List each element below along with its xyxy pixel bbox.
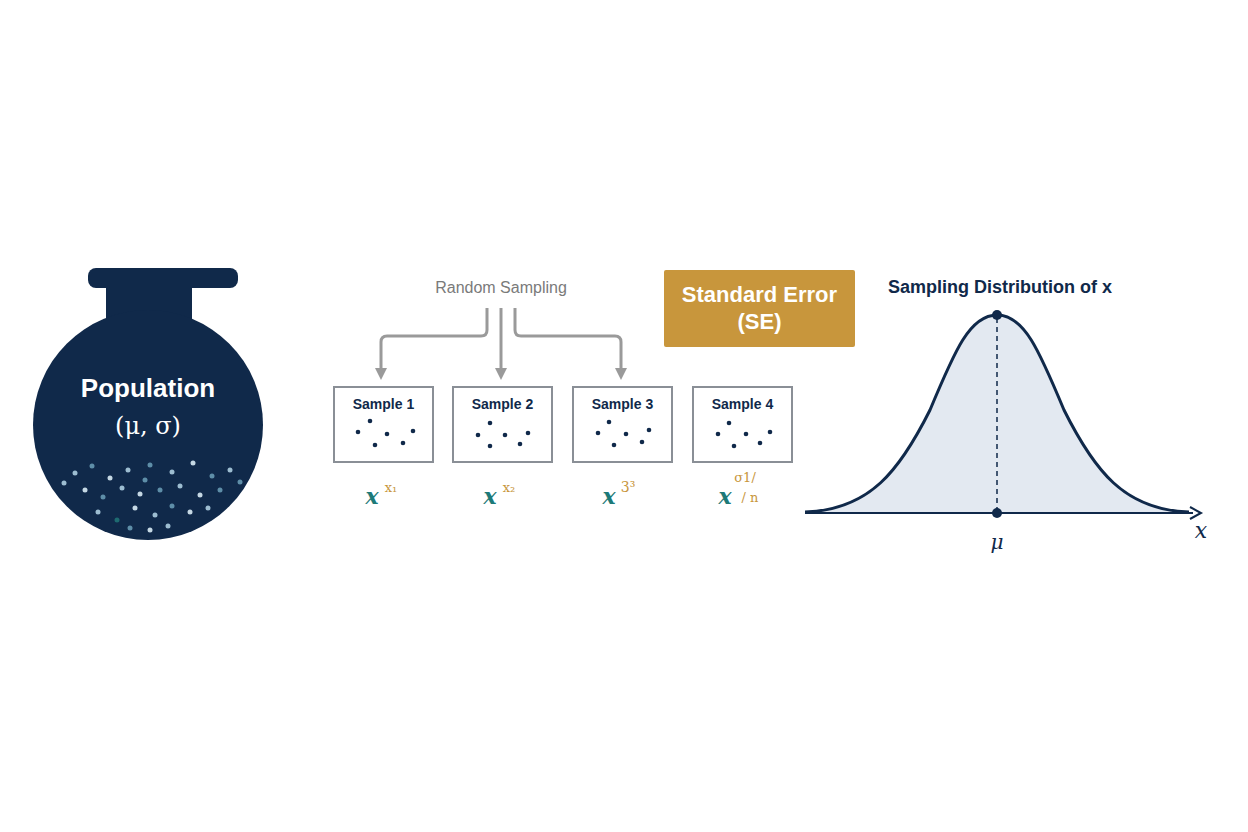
mean-dot xyxy=(992,508,1002,518)
node-heading: Sample 1 xyxy=(353,396,414,413)
mean-symbol: μ xyxy=(991,532,1004,552)
population-particles xyxy=(62,461,243,533)
sample-mean-subscript: x₂ xyxy=(503,481,516,494)
sample-mean-subscript: x₁ xyxy=(385,481,398,494)
sample-mean-symbol: x xyxy=(602,485,615,507)
node-body: (μ, σ) xyxy=(115,412,181,441)
node-heading: Sample 2 xyxy=(472,396,533,413)
sample-dots xyxy=(356,419,773,449)
node-heading: Sample 3 xyxy=(592,396,653,413)
sample-box: Sample 2 xyxy=(452,386,553,463)
node-heading: Standard Error (SE) xyxy=(678,282,841,335)
sampling-label: Random Sampling xyxy=(435,280,567,296)
population-jar: Population (μ, σ) xyxy=(33,310,263,540)
sample-box: Sample 4 xyxy=(692,386,793,463)
standard-error-box: Standard Error (SE) xyxy=(664,270,855,347)
sample-mean-symbol: x xyxy=(483,485,496,507)
peak-dot xyxy=(992,310,1002,320)
mean-line xyxy=(996,318,998,511)
sample-box: Sample 3 xyxy=(572,386,673,463)
sample-mean-symbol: x xyxy=(365,485,378,507)
node-heading: Sample 4 xyxy=(712,396,773,413)
standard-error-formula: σ1/ xyxy=(734,471,756,484)
normal-curve xyxy=(805,315,1189,512)
sampling-arrows xyxy=(381,308,621,374)
sample-mean-symbol: x xyxy=(718,485,731,507)
sample-box: Sample 1 xyxy=(333,386,434,463)
node-heading: Population xyxy=(81,373,215,404)
axis-label: x xyxy=(1195,520,1207,542)
axis-arrowhead xyxy=(1190,507,1201,519)
standard-error-formula: / n xyxy=(742,491,759,504)
distribution-area xyxy=(805,315,1189,512)
distribution-title: Sampling Distribution of x xyxy=(888,278,1112,296)
sample-mean-subscript: 3³ xyxy=(621,480,636,494)
